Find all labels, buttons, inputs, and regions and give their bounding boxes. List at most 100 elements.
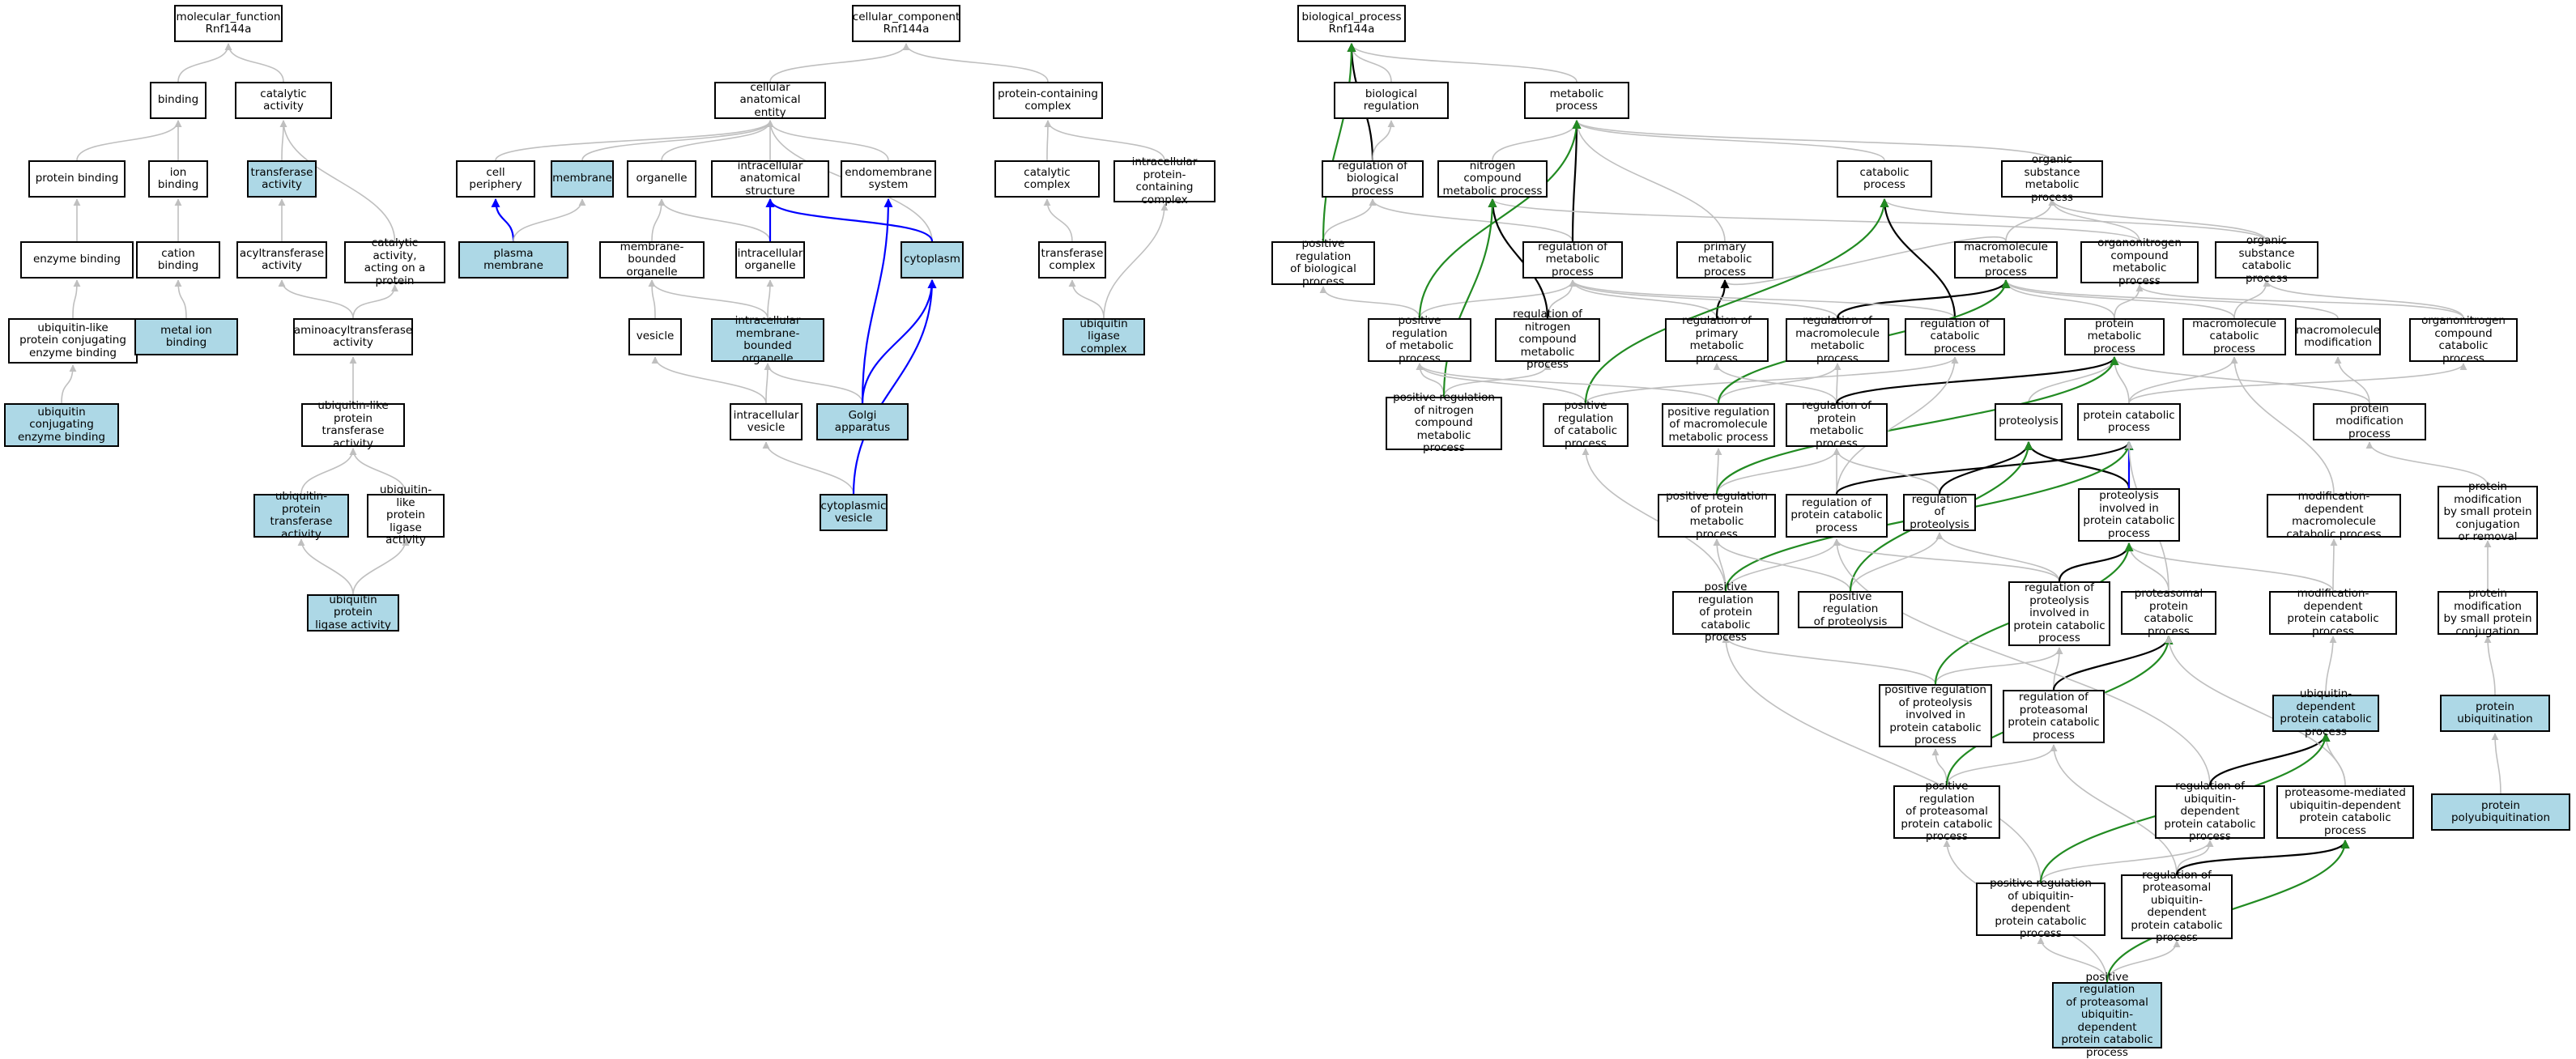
- go-term-moddepmacro[interactable]: modification-dependent macromolecule cat…: [2267, 490, 2401, 540]
- go-term-regprotcat[interactable]: regulation of protein catabolic process: [1786, 494, 1888, 538]
- go-term-posregncmp[interactable]: positive regulation of nitrogen compound…: [1386, 392, 1502, 454]
- go-term-catproc[interactable]: catabolic process: [1837, 160, 1932, 198]
- go-term-membrane[interactable]: membrane: [551, 160, 614, 198]
- go-term-metalion[interactable]: metal ion binding: [134, 318, 238, 355]
- go-term-label: ubiquitin ligase complex: [1079, 317, 1128, 355]
- go-term-ubligcomplex[interactable]: ubiquitin ligase complex: [1062, 317, 1145, 355]
- go-term-ias[interactable]: intracellular anatomical structure: [711, 159, 829, 198]
- go-term-regbio[interactable]: regulation of biological process: [1322, 159, 1424, 198]
- go-term-proteasomal[interactable]: proteasomal protein catabolic process: [2121, 587, 2216, 637]
- go-term-binding[interactable]: binding: [150, 82, 207, 119]
- go-term-mbo[interactable]: membrane-bounded organelle: [599, 240, 705, 279]
- go-term-protpolyub[interactable]: protein polyubiquitination: [2431, 793, 2570, 831]
- go-term-posregproteolysis[interactable]: positive regulation of proteolysis: [1798, 590, 1903, 628]
- go-term-bioreg[interactable]: biological regulation: [1334, 82, 1449, 119]
- go-term-ubligase[interactable]: ubiquitin protein ligase activity: [307, 593, 399, 632]
- go-term-ubdep[interactable]: ubiquitin-dependent protein catabolic pr…: [2272, 687, 2379, 738]
- go-term-protbind[interactable]: protein binding: [28, 160, 126, 198]
- go-term-ubltrans[interactable]: ubiquitin-like protein transferase activ…: [301, 399, 405, 449]
- go-term-cellper[interactable]: cell periphery: [456, 160, 535, 198]
- go-term-macromet[interactable]: macromolecule metabolic process: [1954, 240, 2058, 279]
- go-term-endomem[interactable]: endomembrane system: [841, 160, 936, 198]
- go-term-proteolysiscat[interactable]: proteolysis involved in protein cataboli…: [2078, 488, 2180, 542]
- go-term-regncmp[interactable]: regulation of nitrogen compound metaboli…: [1495, 308, 1600, 371]
- go-term-cc[interactable]: cellular_component Rnf144a: [852, 5, 960, 42]
- go-term-posregcat[interactable]: positive regulation of catabolic process: [1543, 399, 1629, 449]
- go-term-transcomplex[interactable]: transferase complex: [1038, 241, 1106, 279]
- go-term-proteasomeub[interactable]: proteasome-mediated ubiquitin-dependent …: [2276, 785, 2414, 839]
- go-term-regcat[interactable]: regulation of catabolic process: [1905, 317, 2005, 355]
- go-term-cytves[interactable]: cytoplasmic vesicle: [820, 494, 888, 531]
- edge-is_a-ubligcomplex-to-ipcc: [1103, 203, 1169, 319]
- go-term-moddepprot[interactable]: modification-dependent protein catabolic…: [2269, 587, 2397, 637]
- go-term-posregbio[interactable]: positive regulation of biological proces…: [1271, 237, 1375, 287]
- go-term-vesicle[interactable]: vesicle: [628, 318, 682, 355]
- go-term-imbo[interactable]: intracellular membrane-bounded organelle: [711, 314, 824, 364]
- go-term-intves[interactable]: intracellular vesicle: [730, 403, 803, 440]
- go-term-bp[interactable]: biological_process Rnf144a: [1297, 5, 1406, 42]
- go-term-label: positive regulation of nitrogen compound…: [1393, 391, 1495, 455]
- go-term-transferase[interactable]: transferase activity: [247, 160, 317, 198]
- go-term-cae[interactable]: cellular anatomical entity: [714, 81, 826, 119]
- go-term-golgi[interactable]: Golgi apparatus: [816, 403, 909, 440]
- go-term-regproteolysiscat[interactable]: regulation of proteolysis involved in pr…: [2008, 581, 2110, 646]
- go-term-ublconjbind[interactable]: ubiquitin-like protein conjugating enzym…: [8, 318, 138, 364]
- go-term-catalytic[interactable]: catalytic activity: [235, 82, 332, 119]
- go-term-posregproteolysiscat[interactable]: positive regulation of proteolysis invol…: [1879, 684, 1992, 747]
- go-term-posregprotmet[interactable]: positive regulation of protein metabolic…: [1658, 490, 1776, 540]
- go-term-catprot[interactable]: catalytic activity, acting on a protein: [344, 236, 445, 287]
- go-term-osmp[interactable]: organic substance metabolic process: [2001, 153, 2103, 203]
- go-term-aminoacyl[interactable]: aminoacyltransferase activity: [293, 318, 413, 355]
- go-term-protcat[interactable]: protein catabolic process: [2077, 403, 2181, 440]
- go-term-protmet[interactable]: protein metabolic process: [2064, 317, 2165, 355]
- go-term-cytoplasm[interactable]: cytoplasm: [901, 241, 964, 279]
- go-term-regprotmet[interactable]: regulation of protein metabolic process: [1786, 399, 1888, 449]
- go-term-plasmamem[interactable]: plasma membrane: [458, 241, 568, 279]
- go-term-orgnitcat[interactable]: organonitrogen compound catabolic proces…: [2409, 314, 2518, 364]
- go-term-ipcc[interactable]: intracellular protein-containing complex: [1113, 155, 1216, 206]
- go-term-label: regulation of protein catabolic process: [1790, 495, 1883, 534]
- go-term-pcc[interactable]: protein-containing complex: [993, 82, 1103, 119]
- go-term-regproteasomal[interactable]: regulation of proteasomal protein catabo…: [2003, 690, 2105, 743]
- go-term-ubptrans[interactable]: ubiquitin-protein transferase activity: [253, 490, 349, 540]
- go-term-posregubdep[interactable]: positive regulation of ubiquitin-depende…: [1976, 878, 2106, 940]
- go-term-ublligase[interactable]: ubiquitin-like protein ligase activity: [367, 484, 445, 547]
- go-term-label: regulation of ubiquitin-dependent protei…: [2164, 780, 2256, 844]
- go-term-regprim[interactable]: regulation of primary metabolic process: [1665, 314, 1769, 364]
- go-term-enzbind[interactable]: enzyme binding: [20, 241, 134, 279]
- go-term-protmod[interactable]: protein modification process: [2313, 402, 2426, 440]
- go-term-macrocat[interactable]: macromolecule catabolic process: [2182, 317, 2286, 355]
- go-term-regmacro[interactable]: regulation of macromolecule metabolic pr…: [1786, 314, 1889, 364]
- go-term-posregprotcat[interactable]: positive regulation of protein catabolic…: [1672, 581, 1779, 644]
- edge-is_a-posregubdep-to-posregprotcat: [1722, 636, 2042, 883]
- go-term-organelle[interactable]: organelle: [627, 160, 696, 198]
- go-term-posregproteasomal[interactable]: positive regulation of proteasomal prote…: [1893, 780, 2000, 843]
- go-term-cationbind[interactable]: cation binding: [136, 241, 220, 279]
- go-term-regmet[interactable]: regulation of metabolic process: [1522, 240, 1623, 279]
- go-term-posregmacro[interactable]: positive regulation of macromolecule met…: [1662, 403, 1775, 447]
- go-term-mf[interactable]: molecular_function Rnf144a: [174, 5, 283, 42]
- go-term-catcomplex[interactable]: catalytic complex: [994, 160, 1100, 198]
- go-term-intorg[interactable]: intracellular organelle: [735, 241, 805, 279]
- edge-is_a-ubconjbind-to-ublconjbind: [61, 364, 77, 404]
- go-term-regproteasomeub[interactable]: regulation of proteasomal ubiquitin-depe…: [2121, 869, 2233, 944]
- go-term-oscat[interactable]: organic substance catabolic process: [2215, 234, 2318, 284]
- go-term-primmet[interactable]: primary metabolic process: [1676, 240, 1773, 279]
- go-term-proteolysis[interactable]: proteolysis: [1995, 403, 2063, 440]
- go-term-ncmp[interactable]: nitrogen compound metabolic process: [1437, 159, 1548, 198]
- edge-is_a-regubdep-to-regprotcat: [1833, 538, 2211, 786]
- go-term-macromod[interactable]: macromolecule modification: [2295, 318, 2381, 355]
- go-term-metproc[interactable]: metabolic process: [1524, 82, 1629, 119]
- go-term-acyltrans[interactable]: acyltransferase activity: [236, 241, 327, 279]
- go-term-orgnitmet[interactable]: organonitrogen compound metabolic proces…: [2080, 236, 2199, 287]
- go-term-regubdep[interactable]: regulation of ubiquitin-dependent protei…: [2155, 780, 2265, 843]
- go-term-label: cellular_component Rnf144a: [852, 10, 960, 36]
- go-term-protubiq[interactable]: protein ubiquitination: [2440, 695, 2550, 732]
- go-term-regproteolysis[interactable]: regulation of proteolysis: [1903, 493, 1976, 531]
- go-term-protmodsmall[interactable]: protein modification by small protein co…: [2438, 481, 2538, 543]
- go-term-posregmet[interactable]: positive regulation of metabolic process: [1368, 314, 1471, 364]
- go-term-posregproteasomeub[interactable]: positive regulation of proteasomal ubiqu…: [2052, 971, 2162, 1058]
- go-term-ionbind[interactable]: ion binding: [148, 160, 208, 198]
- go-term-ubconjbind[interactable]: ubiquitin conjugating enzyme binding: [4, 403, 119, 447]
- go-term-protmodconj[interactable]: protein modification by small protein co…: [2438, 587, 2538, 637]
